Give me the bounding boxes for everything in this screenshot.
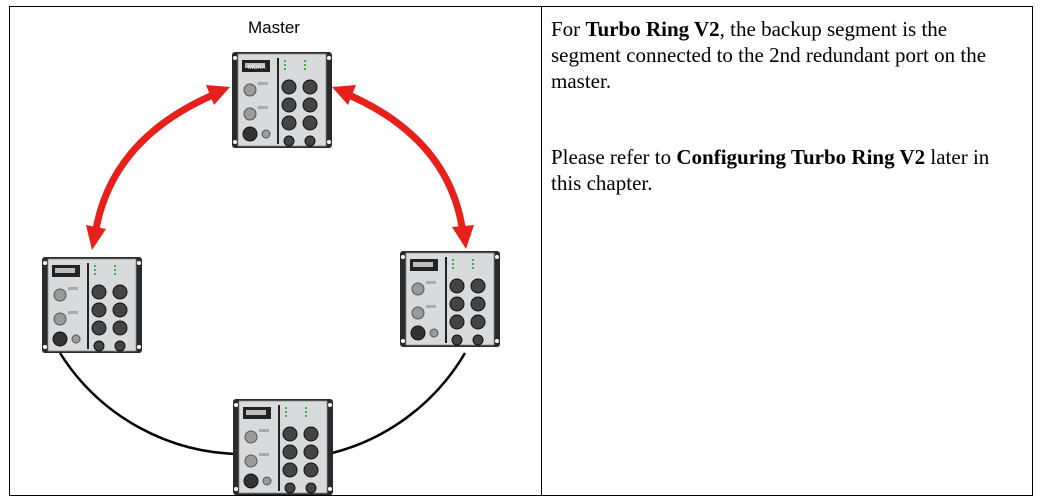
column-divider <box>541 7 542 495</box>
red-arrow-left <box>91 88 222 236</box>
master-label: Master <box>248 18 300 37</box>
right-switch <box>399 250 501 348</box>
bold-term: Turbo Ring V2 <box>585 17 720 41</box>
text-span: For <box>551 17 586 41</box>
arrow-head-icon <box>86 225 106 250</box>
diagram-cell: Master <box>10 7 541 496</box>
turbo-ring-diagram: MOXA <box>41 51 501 496</box>
text-span: later in this chapter. <box>551 145 990 195</box>
paragraph-refer: Please refer to Configuring Turbo Ring V… <box>551 144 1021 196</box>
description-cell: For Turbo Ring V2, the backup segment is… <box>542 7 1032 495</box>
text-span: , the backup segment is the segment conn… <box>551 17 987 93</box>
content-table: Master <box>9 6 1033 496</box>
ring-segment-right-bottom <box>327 352 467 456</box>
arrow-head-icon <box>332 85 356 105</box>
master-switch: MOXA <box>231 51 333 149</box>
left-switch <box>41 256 143 354</box>
red-arrow-right <box>340 88 467 234</box>
arrow-head-icon <box>206 85 230 105</box>
paragraph-backup-segment: For Turbo Ring V2, the backup segment is… <box>551 16 1021 94</box>
arrow-head-icon <box>452 225 474 249</box>
bottom-switch <box>232 398 334 496</box>
switch-brand-label: MOXA <box>248 65 266 71</box>
text-span: Please refer to <box>551 145 677 169</box>
bold-reference: Configuring Turbo Ring V2 <box>676 145 926 169</box>
ring-segment-left-bottom <box>58 352 245 456</box>
